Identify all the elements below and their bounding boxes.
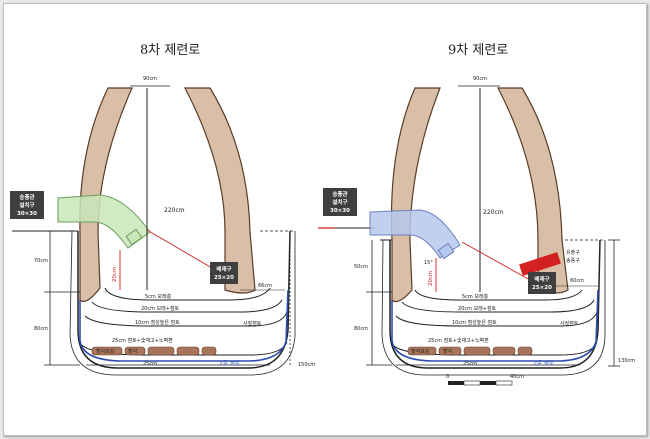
furnace-wall-right xyxy=(497,87,569,294)
side-label-2: 송풍구 xyxy=(566,257,580,264)
tuyere-box-line2: 설치구 xyxy=(19,201,34,209)
stone-label: 할석보강 xyxy=(96,348,115,355)
stone-row: 할석보강 할석 xyxy=(91,346,217,356)
layer-line xyxy=(104,287,271,301)
layer-line xyxy=(401,299,595,313)
dim-left-upper: 70cm xyxy=(34,258,48,264)
scale-seg xyxy=(448,381,464,385)
scale-bar: 0 40cm xyxy=(446,374,524,386)
tuyere-box-line3: 30×30 xyxy=(17,211,37,217)
layer-label: 20cm 모래+점토 xyxy=(141,305,180,312)
svg-text:배재구: 배재구 xyxy=(534,275,549,283)
furnace-wall-left xyxy=(79,87,133,303)
dim-top: 90cm xyxy=(143,76,157,82)
layer-label: 10cm 점성높은 점토 xyxy=(135,319,180,326)
scale-seg xyxy=(463,380,481,386)
stone xyxy=(176,346,200,356)
dim-left-lower: 80cm xyxy=(354,326,368,332)
scale-end: 40cm xyxy=(510,374,524,380)
furnace-wall-left xyxy=(390,87,441,303)
svg-text:배재구: 배재구 xyxy=(216,265,231,273)
bottom-label: 고운 점토 xyxy=(532,360,554,367)
layer-label: 5cm 모래층 xyxy=(462,293,489,300)
stone xyxy=(124,346,146,356)
dim-left-upper: 50cm xyxy=(354,264,368,270)
tap-box: 배재구 25×20 xyxy=(528,272,556,294)
bottom-label: 고운 점토 xyxy=(218,360,240,367)
stone-label: 할석 xyxy=(443,348,452,355)
tuyere-box-line1: 송풍관 xyxy=(19,193,34,201)
layer-line xyxy=(395,311,598,327)
dim-small: 15° xyxy=(424,260,433,266)
scale-seg xyxy=(495,380,513,386)
stone-row: 할석보강 할석 xyxy=(407,346,533,356)
blue-liner-line xyxy=(79,289,289,362)
dim-right-total: 130cm xyxy=(618,358,635,364)
furnace-8-title: 8차 제련로 xyxy=(140,43,200,58)
dim-top: 90cm xyxy=(473,76,487,82)
layer-label: 25cm 점토+숯재고+노벽편 xyxy=(428,337,489,344)
svg-text:송풍관: 송풍관 xyxy=(332,190,347,198)
layer-label: 25cm xyxy=(143,361,157,367)
layer-label: 25cm xyxy=(463,361,477,367)
stone xyxy=(91,346,123,356)
layer-label: 20cm 모래+점토 xyxy=(458,305,497,312)
stone-label: 할석 xyxy=(128,348,137,355)
stone xyxy=(517,346,533,356)
stone xyxy=(147,346,175,356)
dim-hearth-width: 60cm xyxy=(570,278,584,284)
red-slant-line xyxy=(146,229,213,269)
tuyere-box: 송풍관 설치구 30×30 xyxy=(10,191,44,219)
layer-label: 10cm 점성높은 점토 xyxy=(452,319,497,326)
tuyere-box: 송풍관 설치구 30×30 xyxy=(323,188,357,216)
stone xyxy=(463,346,491,356)
dim-hearth-width: 66cm xyxy=(258,283,272,289)
svg-text:설치구: 설치구 xyxy=(332,198,347,206)
svg-text:25×20: 25×20 xyxy=(214,275,234,281)
layer-line xyxy=(84,311,288,327)
furnace-wall-right xyxy=(184,87,256,294)
furnace-8: 8차 제련로 송풍관 설치구 30×30 90cm 220c xyxy=(10,43,315,376)
scale-seg xyxy=(480,381,496,385)
tuyere-nozzle xyxy=(125,228,143,246)
furnace-9-title: 9차 제련로 xyxy=(448,43,508,58)
dim-height: 220cm xyxy=(164,207,185,214)
layer-label: 25cm 점토+숯재고+노벽편 xyxy=(112,337,173,344)
tuyere-pipe xyxy=(369,209,461,259)
tuyere-nozzle xyxy=(437,242,455,260)
stone xyxy=(492,346,516,356)
layer-label: 사질점토 xyxy=(243,320,262,327)
svg-text:30×30: 30×30 xyxy=(330,208,350,214)
layer-label: 사질점토 xyxy=(560,320,579,327)
scale-start: 0 xyxy=(446,374,449,380)
dim-red-slant: 20cm xyxy=(112,267,118,282)
stone xyxy=(438,346,462,356)
side-outlet xyxy=(519,252,561,276)
dim-left-lower: 80cm xyxy=(34,326,48,332)
side-label-1: 유출구 xyxy=(566,249,580,256)
layer-line xyxy=(414,289,583,301)
blue-liner-line xyxy=(391,289,599,362)
dim-height: 220cm xyxy=(483,209,504,216)
dim-red-slant: 20cm xyxy=(428,271,434,286)
stone xyxy=(407,346,437,356)
svg-text:25×20: 25×20 xyxy=(532,285,552,291)
furnace-9: 9차 제련로 송풍관 설치구 30×30 90cm 220c xyxy=(318,43,635,376)
stone xyxy=(201,346,217,356)
red-slant-line xyxy=(461,241,531,281)
stone-label: 할석보강 xyxy=(411,348,430,355)
tap-box: 배재구 25×20 xyxy=(210,262,238,284)
dim-right-total: 150cm xyxy=(298,362,315,368)
layer-line xyxy=(392,341,598,356)
pit-outline-outer xyxy=(69,230,296,376)
layer-label: 5cm 모래층 xyxy=(145,293,172,300)
layer-line xyxy=(91,299,283,313)
pit-outline-outer xyxy=(381,239,606,376)
